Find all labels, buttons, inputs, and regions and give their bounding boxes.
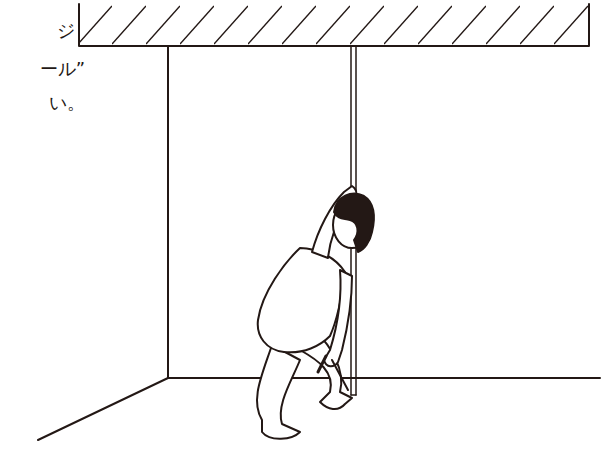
- instruction-text: ジ: [57, 20, 75, 42]
- wall-corner: [167, 46, 169, 378]
- instruction-text: ール”: [40, 58, 85, 80]
- instruction-text: い。: [49, 92, 85, 114]
- hair: [334, 194, 374, 252]
- ceiling-hatch: [79, 4, 589, 46]
- ceiling-edge: [79, 4, 589, 46]
- floor-line: [168, 377, 600, 379]
- person-figure: [257, 186, 371, 439]
- floor-line: [38, 378, 168, 440]
